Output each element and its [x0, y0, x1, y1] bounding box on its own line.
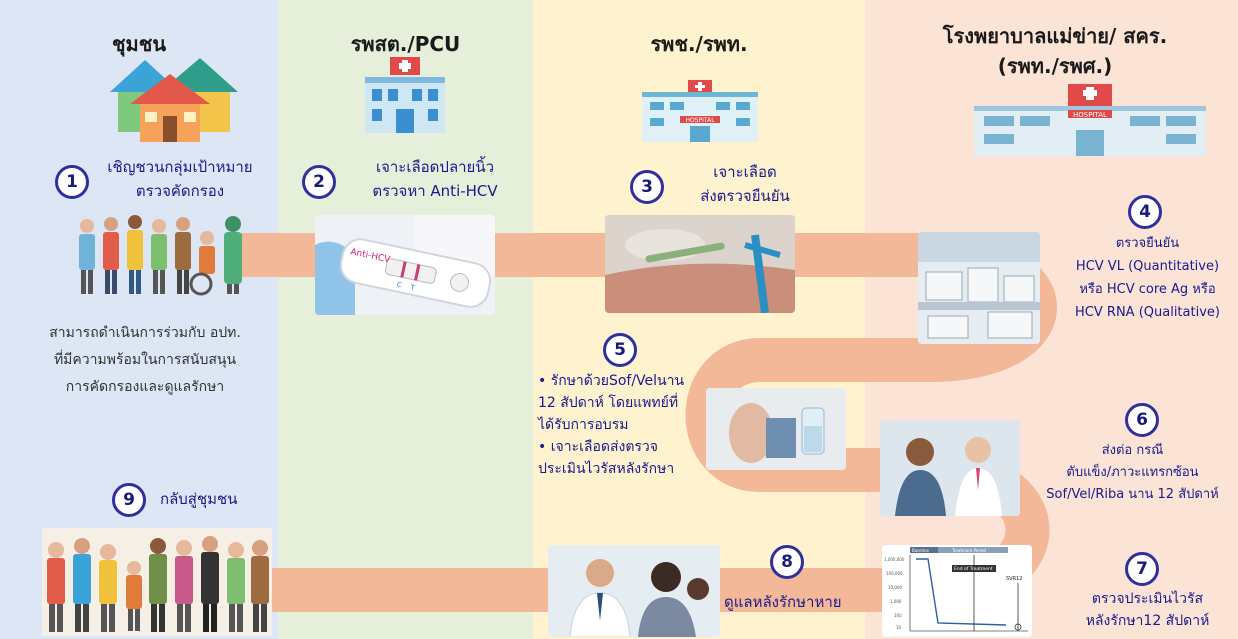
- control-mark: C: [396, 281, 403, 290]
- column-title-network-line2: (รพท./รพศ.): [997, 54, 1113, 78]
- hospital-sign-text: HOSPITAL: [685, 117, 715, 124]
- step-3-number: 3: [630, 170, 664, 204]
- step-3-label: เจาะเลือด ส่งตรวจยืนยัน: [700, 163, 790, 205]
- step-8-label: ดูแลหลังรักษาหาย: [724, 593, 842, 611]
- column-title-community: ชุมชน: [111, 32, 166, 56]
- step-2-number: 2: [302, 165, 336, 199]
- blood-draw-illustration: [605, 215, 795, 313]
- svg-text:10: 10: [896, 625, 902, 630]
- test-mark: T: [409, 283, 417, 292]
- svg-text:100: 100: [894, 613, 902, 618]
- target-group-people-illustration: [79, 215, 242, 296]
- blood-draw-photo: [605, 215, 795, 313]
- step-6-label: ส่งต่อ กรณี ตับแข็ง/ภาวะแทรกซ้อน Sof/Vel…: [1046, 443, 1219, 502]
- community-people-illustration: [42, 528, 272, 636]
- regional-hospital-sign-text: HOSPITAL: [1073, 111, 1107, 119]
- medication-illustration: [706, 388, 846, 470]
- step-6-number: 6: [1125, 403, 1159, 437]
- step-9-label: กลับสู่ชุมชน: [160, 490, 238, 508]
- rapid-test-strip-illustration: Anti-HCV C T: [315, 215, 495, 315]
- chart-svr12-label: SVR12: [1006, 576, 1022, 582]
- step-4-label: ตรวจยืนยัน HCV VL (Quantitative) หรือ HC…: [1075, 236, 1220, 320]
- rapid-test-photo: Anti-HCV C T: [315, 215, 495, 315]
- health-center-icon: [365, 57, 445, 133]
- svg-text:100,000: 100,000: [886, 571, 903, 576]
- hospital-icon: HOSPITAL: [642, 80, 758, 142]
- svg-text:1,000: 1,000: [890, 599, 902, 604]
- svg-text:10,000: 10,000: [888, 585, 902, 590]
- svg-text:1,000,000: 1,000,000: [884, 557, 905, 562]
- column-title-hospital: รพช./รพท.: [650, 32, 748, 56]
- step-4-number: 4: [1128, 195, 1162, 229]
- step-7-number: 7: [1125, 552, 1159, 586]
- medication-photo: [706, 388, 846, 470]
- step-1-label: เชิญชวนกลุ่มเป้าหมาย ตรวจคัดกรอง: [107, 158, 253, 200]
- after-care-photo: [548, 545, 720, 637]
- viral-load-chart-image: Baseline Treatment Period 1,000,000 100,…: [882, 545, 1032, 637]
- chart-end-of-treatment: End of Treatment: [954, 566, 993, 572]
- svr-chart-illustration: Baseline Treatment Period 1,000,000 100,…: [882, 545, 1032, 637]
- step-9-number: 9: [112, 483, 146, 517]
- houses-icon: [110, 58, 238, 142]
- chart-tag-treatment: Treatment Period: [951, 548, 987, 553]
- step-1-number: 1: [55, 165, 89, 199]
- chart-tag-baseline: Baseline: [912, 548, 929, 553]
- step-8-number: 8: [770, 545, 804, 579]
- community-note: สามารถดำเนินการร่วมกับ อปท. ที่มีความพร้…: [49, 325, 241, 395]
- doctor-consultation-illustration: [880, 420, 1020, 516]
- step-2-label: เจาะเลือดปลายนิ้ว ตรวจหา Anti-HCV: [372, 158, 498, 200]
- doctor-consultation-photo: [880, 420, 1020, 516]
- step-7-label: ตรวจประเมินไวรัส หลังรักษา12 สัปดาห์: [1085, 591, 1210, 629]
- column-title-pcu: รพสต./PCU: [350, 32, 461, 56]
- step-5-number: 5: [603, 333, 637, 367]
- after-care-illustration: [548, 545, 720, 637]
- column-title-network-line1: โรงพยาบาลแม่ข่าย/ สคร.: [942, 24, 1168, 48]
- regional-hospital-icon: HOSPITAL: [974, 84, 1206, 156]
- step-5-label: • รักษาด้วยSof/Velนาน 12 สัปดาห์ โดยแพทย…: [538, 373, 685, 477]
- laboratory-illustration: [918, 232, 1040, 344]
- laboratory-photo: [918, 232, 1040, 344]
